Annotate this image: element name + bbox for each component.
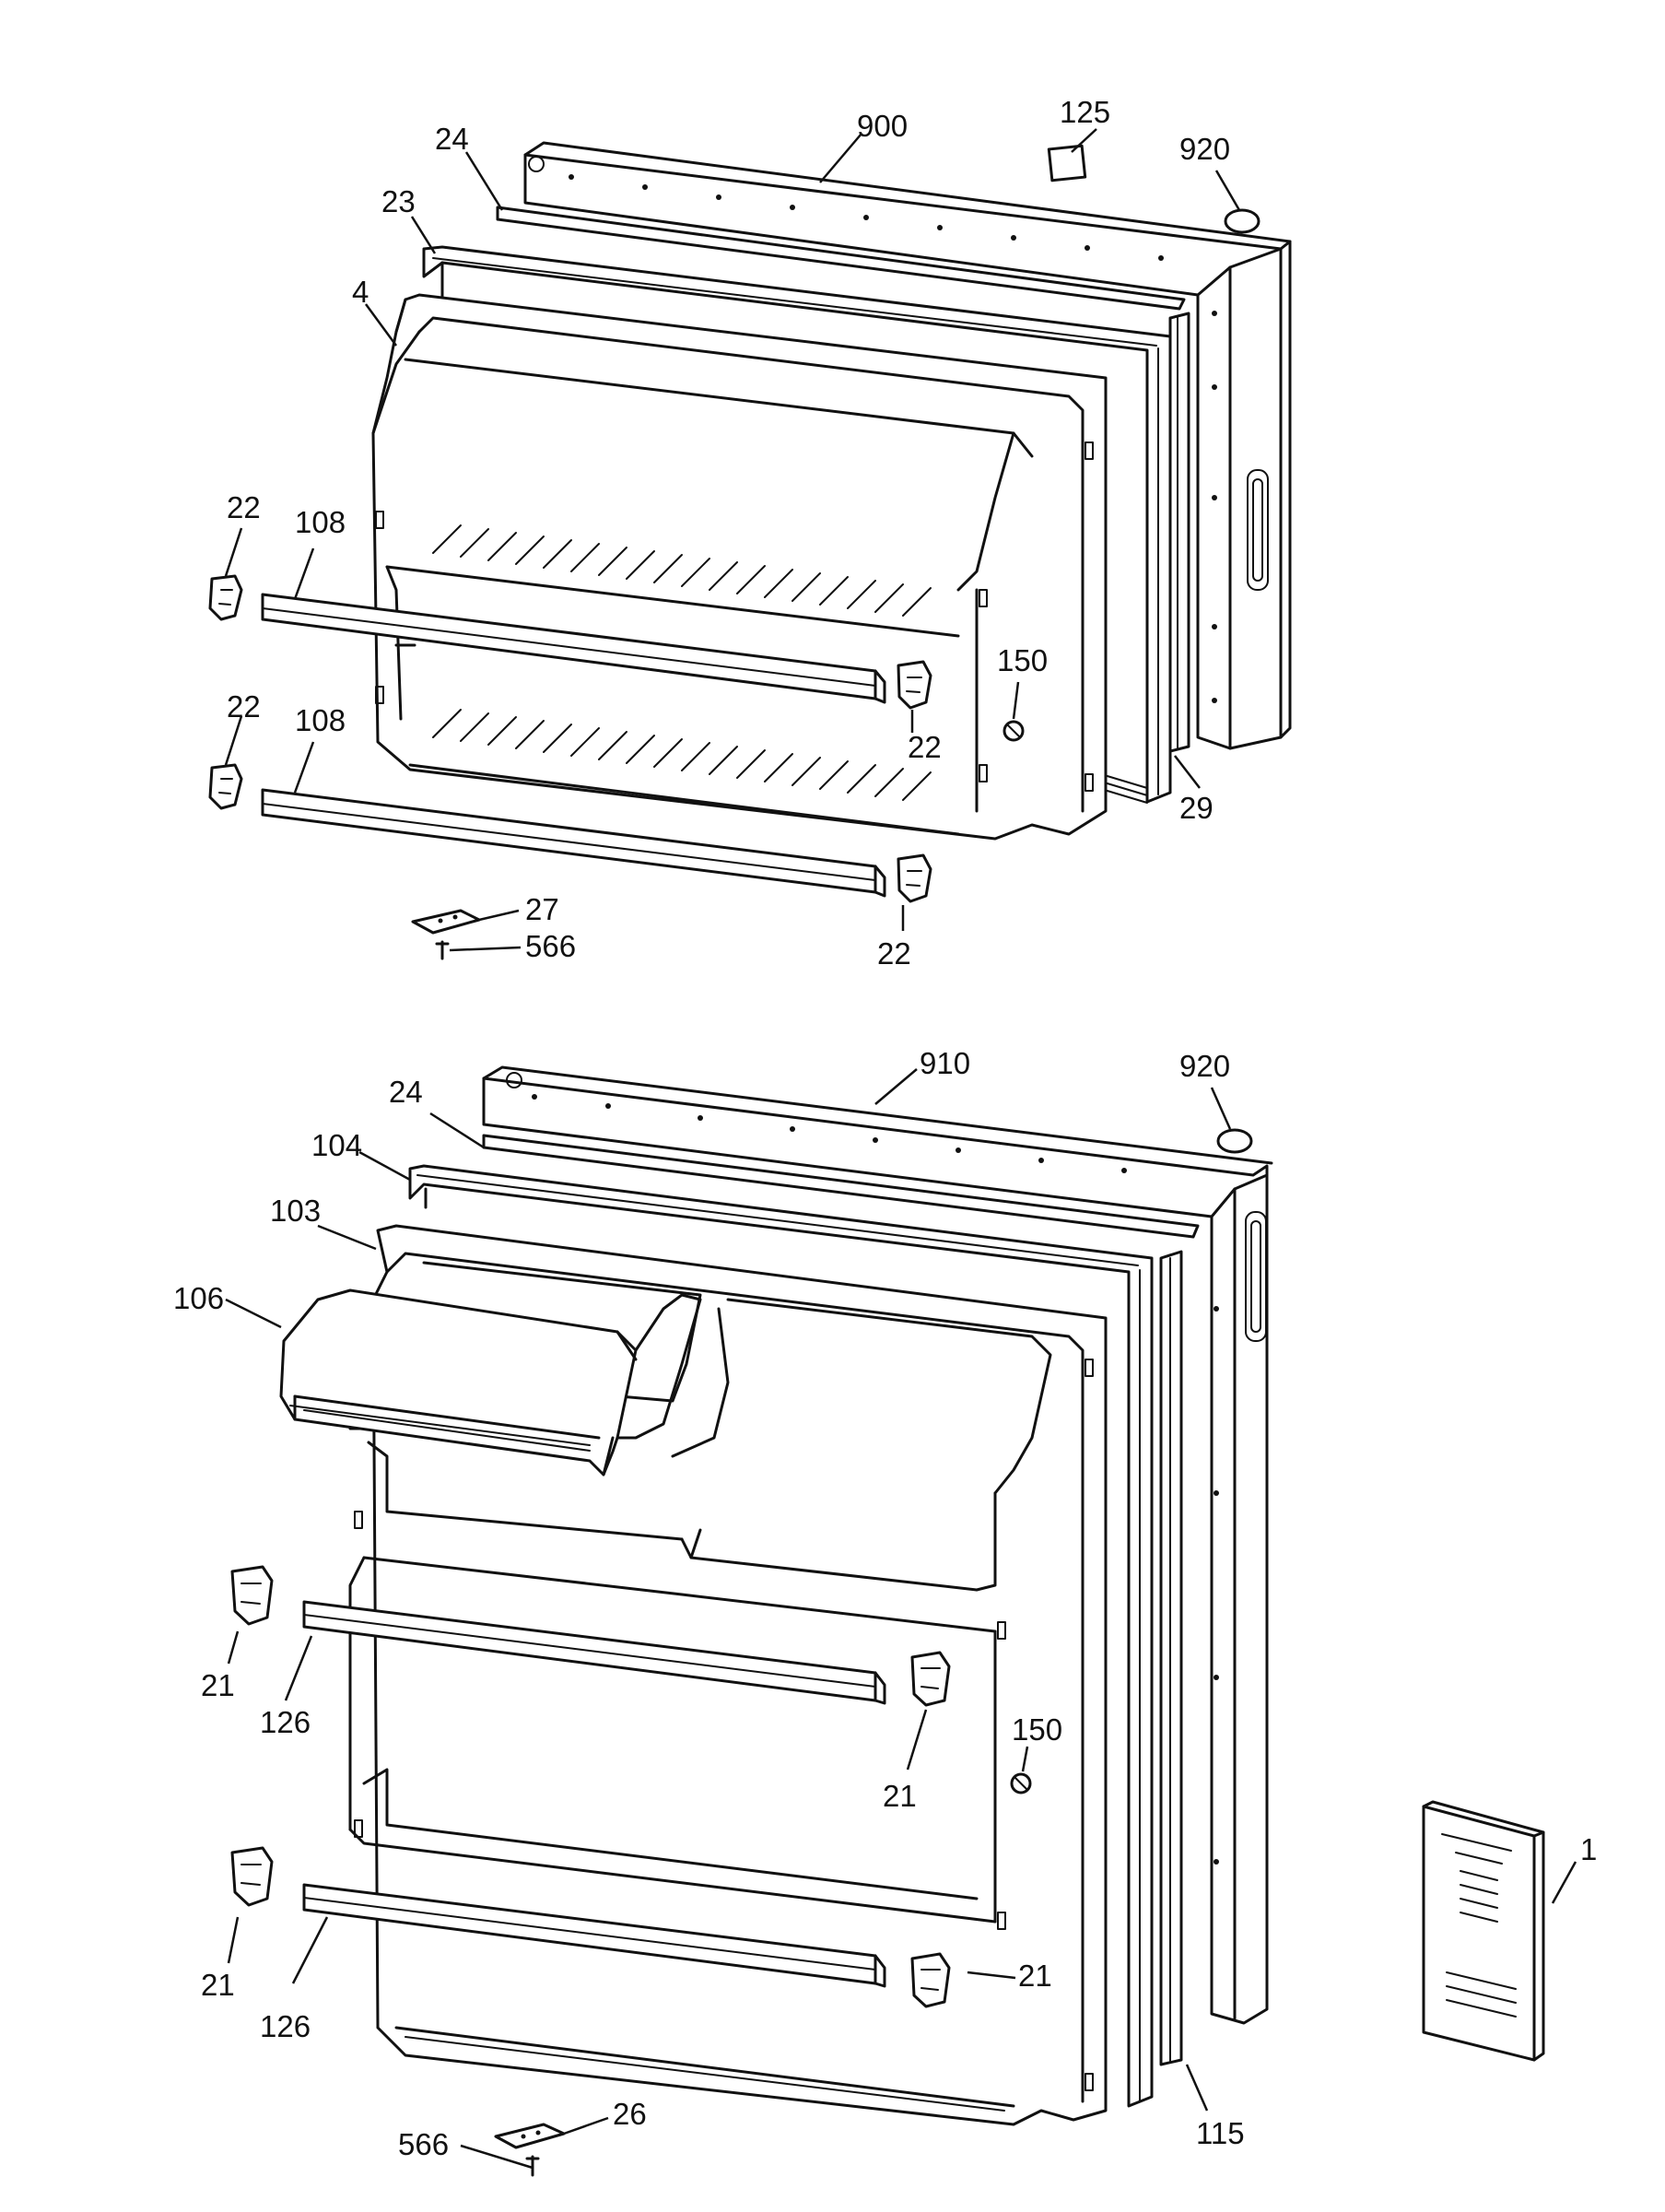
label-27: 27: [525, 892, 559, 926]
label-115: 115: [1196, 2116, 1245, 2150]
shelf-end-21-lower-left: [230, 1846, 274, 1907]
side-strip-115: [1159, 1250, 1183, 2066]
fresh-food-outer-door-910: [482, 1065, 1273, 2025]
freezer-door-liner-4: [371, 293, 1108, 841]
gasket-23: [422, 245, 1172, 804]
hinge-screw-566-freezer: [435, 940, 450, 960]
freezer-door-assembly: 900 125 920 24 23 4 22 108 22 150 22 108…: [208, 95, 1292, 971]
fresh-food-leader-lines: [225, 1068, 1577, 2170]
label-22-upper-left: 22: [227, 490, 261, 524]
plug-920-fresh-food: [1216, 1128, 1253, 1154]
label-104: 104: [311, 1128, 362, 1162]
plug-920-freezer: [1224, 208, 1260, 234]
freezer-outer-door-900: [523, 141, 1292, 750]
label-920-fresh-food: 920: [1179, 1049, 1230, 1083]
label-106: 106: [173, 1281, 224, 1315]
hinge-screw-566-fresh-food: [525, 2155, 540, 2177]
label-23: 23: [381, 184, 416, 218]
screw-150-fresh-food: [1010, 1772, 1032, 1794]
hinge-plate-27: [411, 909, 481, 935]
shelf-end-21-upper-right: [910, 1651, 951, 1707]
breaker-strip-24-fresh-food: [482, 1134, 1200, 1239]
label-4: 4: [352, 275, 369, 309]
breaker-strip-24-freezer: [496, 206, 1186, 311]
side-strip-29: [1168, 312, 1190, 753]
label-108-upper: 108: [295, 505, 346, 539]
label-566-fresh-food: 566: [398, 2127, 449, 2161]
shelf-bar-126-upper: [302, 1600, 886, 1705]
screw-150-freezer: [1003, 720, 1025, 742]
freezer-leader-lines: [224, 128, 1241, 952]
shelf-end-22-lower-left: [208, 763, 243, 810]
label-24-freezer: 24: [435, 122, 469, 156]
shelf-end-22-lower-right: [897, 853, 932, 903]
shelf-end-22-upper-left: [208, 574, 243, 621]
hinge-plate-26: [494, 2123, 566, 2149]
shelf-bar-126-lower: [302, 1883, 886, 1988]
label-22-lower-left: 22: [227, 689, 261, 724]
label-21-lower-right: 21: [1018, 1959, 1052, 1993]
label-920-freezer: 920: [1179, 132, 1230, 166]
fresh-food-door-assembly: 910 920 24 104 103 106 21 126 21 150 21 …: [173, 1046, 1577, 2177]
shelf-end-21-lower-right: [910, 1952, 951, 2008]
label-126-upper: 126: [260, 1705, 311, 1739]
shelf-end-22-upper-right: [897, 660, 932, 710]
label-26: 26: [613, 2097, 647, 2131]
shelf-bar-108-upper: [261, 593, 886, 704]
label-126-lower: 126: [260, 2009, 311, 2043]
label-29: 29: [1179, 791, 1214, 825]
label-24-fresh-food: 24: [389, 1075, 423, 1109]
label-150-fresh-food: 150: [1012, 1712, 1062, 1747]
dairy-compartment-106: [279, 1288, 702, 1477]
label-22-upper-right: 22: [908, 730, 942, 764]
label-103: 103: [270, 1194, 321, 1228]
label-1: 1: [1580, 1832, 1597, 1866]
manual-text-lines: [1441, 1833, 1517, 2018]
label-21-lower-left: 21: [201, 1968, 235, 2002]
gasket-104: [408, 1164, 1154, 2108]
label-125: 125: [1060, 95, 1110, 129]
label-108-lower: 108: [295, 703, 346, 737]
label-21-upper-left: 21: [201, 1668, 235, 1702]
trim-cap-125: [1047, 144, 1087, 182]
label-21-upper-right: 21: [883, 1779, 917, 1813]
owner-manual-1: 1: [1422, 1800, 1597, 2062]
label-22-lower-right: 22: [877, 936, 911, 971]
label-900: 900: [857, 109, 908, 143]
label-566-freezer: 566: [525, 929, 576, 963]
label-150-freezer: 150: [997, 643, 1048, 677]
label-910: 910: [920, 1046, 970, 1080]
shelf-end-21-upper-left: [230, 1565, 274, 1626]
shelf-bar-108-lower: [261, 788, 886, 898]
